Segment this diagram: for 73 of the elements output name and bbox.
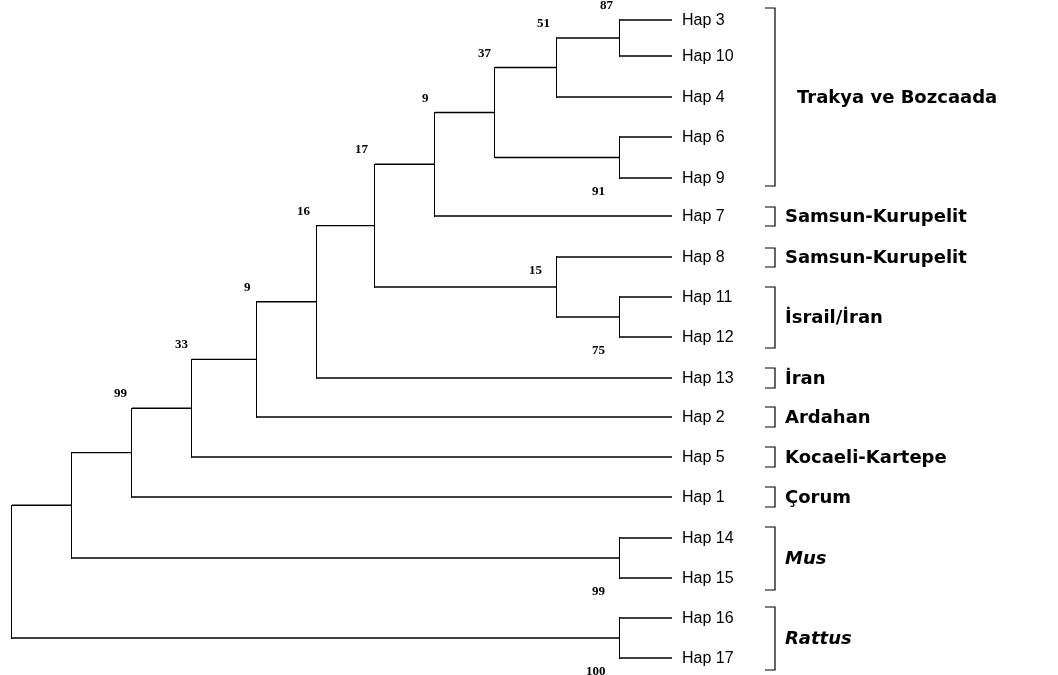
haplotype-label: Hap 4: [672, 88, 725, 106]
group-label: Rattus: [785, 627, 852, 649]
bootstrap-value: 15: [529, 263, 542, 277]
group-label: Samsun-Kurupelit: [785, 205, 967, 227]
tree-branch: [434, 215, 673, 217]
haplotype-label: Hap 12: [672, 328, 734, 346]
tree-branch: [619, 657, 673, 659]
tree-branch: [619, 296, 673, 298]
tree-branch: [256, 301, 318, 303]
tree-branch: [434, 111, 496, 114]
group-label: Kocaeli-Kartepe: [785, 446, 947, 468]
tree-branch: [494, 156, 621, 159]
tree-branch: [619, 577, 673, 579]
bootstrap-value: 91: [592, 184, 605, 198]
haplotype-label: Hap 5: [672, 448, 725, 466]
group-label: Trakya ve Bozcaada: [797, 86, 998, 108]
tree-branch: [11, 504, 73, 506]
tree-branch: [619, 19, 673, 21]
tree-branch: [619, 537, 673, 539]
haplotype-label: Hap 6: [672, 128, 725, 146]
haplotype-label: Hap 8: [672, 248, 725, 266]
bootstrap-value: 33: [175, 337, 188, 352]
bootstrap-value: 16: [297, 203, 310, 218]
group-label: Çorum: [785, 486, 852, 508]
tree-branch: [11, 637, 621, 639]
group-label: Ardahan: [785, 406, 871, 428]
bootstrap-value: 51: [537, 16, 550, 30]
tree-branch: [556, 37, 621, 39]
bootstrap-value: 99: [592, 584, 605, 598]
tree-branch: [316, 377, 673, 379]
tree-branch: [71, 557, 621, 559]
haplotype-label: Hap 3: [672, 11, 725, 29]
tree-branch: [256, 416, 673, 418]
haplotype-label: Hap 16: [672, 609, 734, 627]
group-label: İran: [785, 367, 826, 389]
haplotype-label: Hap 7: [672, 207, 725, 225]
tree-branch: [619, 136, 673, 138]
tree-branch: [556, 96, 673, 98]
tree-branch: [619, 177, 673, 179]
tree-branch: [191, 456, 673, 458]
tree-branch: [619, 617, 673, 619]
tree-branch: [619, 55, 673, 57]
bootstrap-value: 9: [422, 90, 429, 105]
haplotype-label: Hap 10: [672, 47, 734, 65]
tree-branch: [131, 407, 193, 409]
tree-branch: [316, 224, 376, 227]
tree-branch: [494, 66, 558, 69]
haplotype-label: Hap 11: [672, 288, 733, 306]
bootstrap-value: 37: [478, 45, 491, 60]
haplotype-label: Hap 9: [672, 169, 725, 187]
haplotype-label: Hap 15: [672, 569, 734, 587]
bootstrap-value: 100: [586, 664, 606, 675]
tree-branch: [191, 358, 258, 361]
tree-branch: [556, 316, 621, 318]
haplotype-label: Hap 2: [672, 408, 725, 426]
bootstrap-value: 75: [592, 343, 605, 357]
tree-branch: [619, 336, 673, 338]
tree-branch: [374, 163, 436, 165]
group-label: İsrail/İran: [785, 306, 883, 328]
tree-branch: [71, 451, 133, 454]
haplotype-label: Hap 13: [672, 369, 734, 387]
bootstrap-value: 17: [355, 142, 368, 157]
group-label: Mus: [785, 547, 827, 569]
tree-branch: [131, 496, 673, 498]
haplotype-label: Hap 17: [672, 649, 734, 667]
bootstrap-value: 87: [600, 0, 613, 12]
haplotype-label: Hap 14: [672, 529, 734, 547]
bootstrap-value: 9: [244, 279, 251, 294]
tree-branch: [374, 286, 558, 288]
tree-branch: [556, 256, 673, 258]
group-label: Samsun-Kurupelit: [785, 246, 967, 268]
haplotype-label: Hap 1: [672, 488, 725, 506]
bootstrap-value: 99: [114, 386, 127, 401]
